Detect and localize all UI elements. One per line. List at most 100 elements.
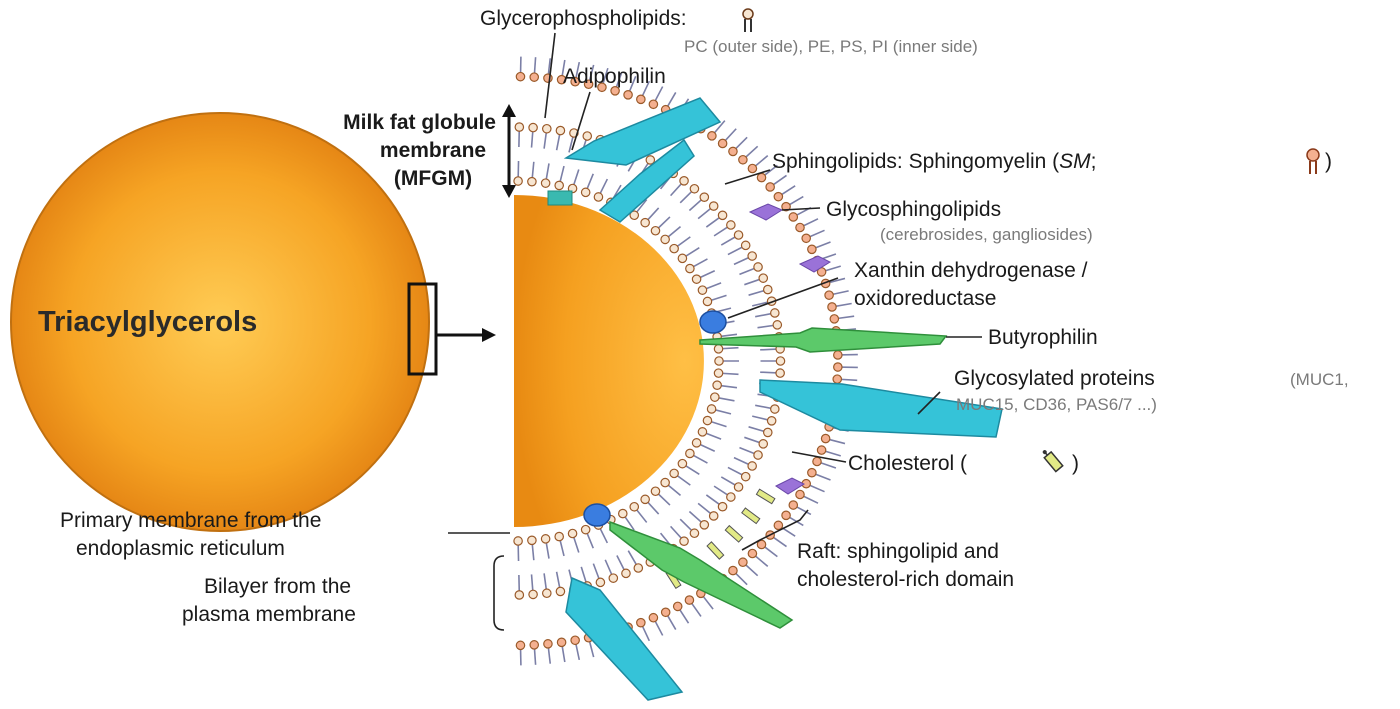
lipid-head: [530, 641, 538, 649]
lipid-head: [528, 536, 536, 544]
lipid-head: [714, 345, 722, 353]
lipid-head: [703, 416, 711, 424]
lipid-head: [700, 521, 708, 529]
lipid-head: [692, 275, 700, 283]
lipid-head: [774, 521, 782, 529]
lipid-head: [514, 177, 522, 185]
raft-label-line2: cholesterol-rich domain: [797, 568, 1014, 591]
lipid-head: [649, 614, 657, 622]
lipid-head: [686, 449, 694, 457]
lipid-head: [541, 179, 549, 187]
bilayer-bracket: [494, 556, 504, 630]
lipid-head: [757, 173, 765, 181]
glycerophospholipids-label: Glycerophospholipids:: [480, 7, 687, 30]
lipid-head: [515, 123, 523, 131]
lipid-head: [594, 193, 602, 201]
fat-globule: Triacylglycerols: [11, 113, 436, 531]
lipid-head: [713, 381, 721, 389]
mfgm-label-line3: (MFGM): [394, 167, 472, 190]
lipid-head: [739, 558, 747, 566]
xanthin-protein-2: [584, 504, 610, 526]
lipid-head: [715, 357, 723, 365]
sphingolipids-label: Sphingolipids: Sphingomyelin (SM;: [772, 150, 1097, 173]
lipid-head: [571, 636, 579, 644]
lipid-head: [529, 590, 537, 598]
lipid-head: [581, 525, 589, 533]
lipid-head: [543, 589, 551, 597]
lipid-head: [808, 245, 816, 253]
lipid-head: [718, 502, 726, 510]
glycosphingolipids-detail: (cerebrosides, gangliosides): [880, 225, 1093, 244]
lipid-head: [556, 126, 564, 134]
lipid-head: [802, 234, 810, 242]
lipid-head: [596, 578, 604, 586]
lipid-head: [698, 286, 706, 294]
lipid-head: [700, 193, 708, 201]
glycoprotein-bottom: [566, 578, 682, 700]
lipid-head: [734, 483, 742, 491]
lipid-head: [670, 244, 678, 252]
lipid-head: [555, 532, 563, 540]
adipophilin-label: Adipophilin: [563, 65, 666, 88]
phospholipid-glyph-icon: [743, 9, 753, 32]
lipid-head: [821, 434, 829, 442]
sm-separator: ;: [1091, 150, 1097, 173]
lipid-head: [637, 95, 645, 103]
lipid-head: [651, 227, 659, 235]
lipid-head: [622, 569, 630, 577]
sphingolipids-close: ): [1325, 150, 1332, 173]
lipid-head: [741, 241, 749, 249]
lipid-head: [661, 478, 669, 486]
lipid-head: [754, 451, 762, 459]
lipid-head: [813, 457, 821, 465]
lipid-head: [776, 357, 784, 365]
lipid-head: [680, 177, 688, 185]
lipid-head: [825, 291, 833, 299]
lipid-head: [529, 123, 537, 131]
lipid-head: [828, 303, 836, 311]
lipid-head: [718, 139, 726, 147]
lipid-head: [834, 363, 842, 371]
lipid-head: [710, 512, 718, 520]
primary-membrane-line2: endoplasmic reticulum: [76, 537, 285, 560]
bilayer-label-line1: Bilayer from the: [204, 575, 351, 598]
lipid-head: [711, 393, 719, 401]
lipid-head: [690, 185, 698, 193]
lipid-head: [796, 490, 804, 498]
lipid-head: [619, 509, 627, 517]
cholesterol-glyph-icon: [1040, 447, 1062, 471]
lipid-head: [641, 495, 649, 503]
triacylglycerols-label: Triacylglycerols: [38, 306, 257, 338]
lipid-head: [748, 164, 756, 172]
lipid-head: [557, 638, 565, 646]
adipophilin-protein: [548, 191, 572, 205]
lipid-head: [661, 608, 669, 616]
lipid-head: [773, 321, 781, 329]
right-arrow-icon: [436, 328, 496, 342]
lipid-head: [544, 74, 552, 82]
xanthin-label-line1: Xanthin dehydrogenase /: [854, 259, 1088, 282]
lipid-head: [541, 535, 549, 543]
primary-membrane-line1: Primary membrane from the: [60, 509, 321, 532]
lipid-head: [583, 132, 591, 140]
glycerophospholipids-detail: PC (outer side), PE, PS, PI (inner side): [684, 37, 978, 56]
lipid-head: [782, 511, 790, 519]
lipid-head: [651, 487, 659, 495]
lipid-head: [624, 91, 632, 99]
lipid-head: [748, 252, 756, 260]
lipid-head: [528, 177, 536, 185]
lipid-head: [661, 235, 669, 243]
lipid-head: [678, 254, 686, 262]
lipid-head: [516, 72, 524, 80]
lipid-head: [748, 462, 756, 470]
lipid-head: [686, 264, 694, 272]
cholesterol-rod: [742, 508, 760, 524]
lipid-head: [734, 231, 742, 239]
lipid-head: [729, 566, 737, 574]
lipid-head: [830, 315, 838, 323]
lipid-head: [708, 132, 716, 140]
lipid-head: [764, 285, 772, 293]
lipid-head: [710, 202, 718, 210]
lipid-head: [692, 439, 700, 447]
lipid-head: [834, 351, 842, 359]
